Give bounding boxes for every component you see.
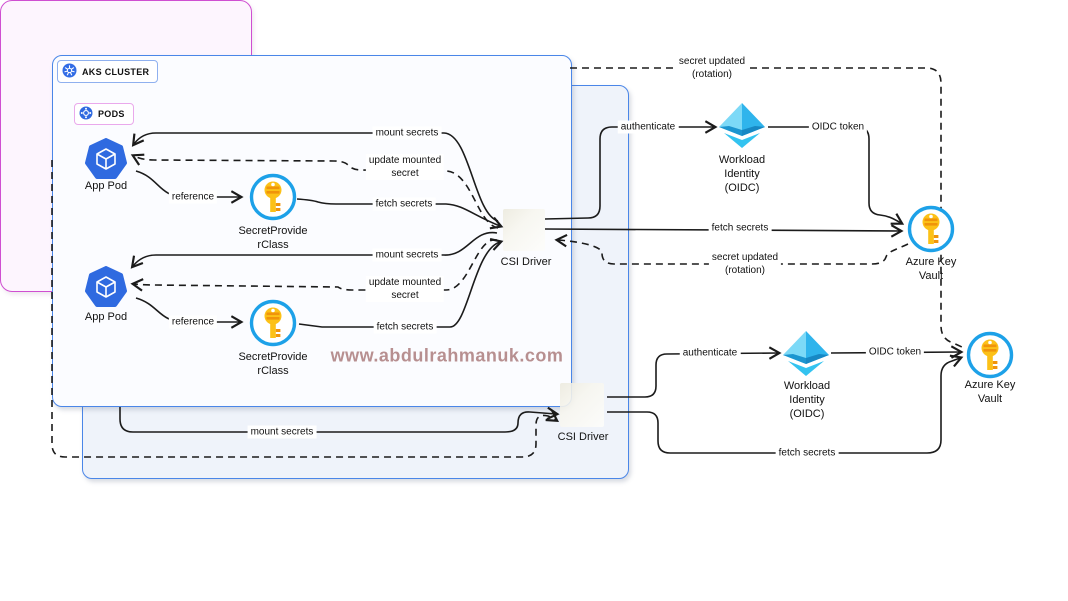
secret-provider-class-label: SecretProvide rClass bbox=[238, 225, 308, 251]
edge-label-fetch-secrets: fetch secrets bbox=[372, 197, 436, 211]
edge-label-secret-updated: secret updated (rotation) bbox=[708, 251, 782, 277]
app-pod-label: App Pod bbox=[84, 180, 128, 192]
key-vault-icon bbox=[907, 205, 955, 258]
edge-label-fetch-secrets: fetch secrets bbox=[373, 320, 437, 334]
secret-provider-class-icon bbox=[249, 299, 297, 352]
app-pod-icon bbox=[84, 266, 128, 315]
pods-label: PODS bbox=[98, 109, 125, 119]
edge-label-mount-secrets: mount secrets bbox=[247, 425, 317, 439]
edge-label-fetch-secrets: fetch secrets bbox=[775, 446, 839, 460]
edge-label-oidc-token: OIDC token bbox=[865, 345, 925, 359]
azure-key-vault-label: Azure Key Vault bbox=[964, 379, 1016, 405]
edge-label-oidc-token: OIDC token bbox=[808, 120, 868, 134]
secret-provider-class-icon bbox=[249, 173, 297, 226]
aks-cluster-1-box bbox=[52, 55, 572, 407]
csi-driver-image bbox=[503, 209, 545, 251]
edge-label-fetch-secrets: fetch secrets bbox=[708, 221, 772, 235]
kubernetes-icon bbox=[62, 63, 77, 80]
pods-badge: PODS bbox=[74, 103, 134, 125]
app-pod-label: App Pod bbox=[84, 311, 128, 323]
edge-label-authenticate: authenticate bbox=[617, 120, 679, 134]
app-pod-icon bbox=[84, 138, 128, 187]
csi-driver-label: CSI Driver bbox=[500, 256, 552, 268]
csi-driver-image bbox=[560, 383, 604, 427]
aks-cluster-badge: AKS CLUSTER bbox=[57, 60, 159, 83]
azure-key-vault-label: Azure Key Vault bbox=[905, 256, 957, 282]
workload-identity-icon bbox=[779, 328, 833, 383]
edge-label-reference: reference bbox=[168, 190, 218, 204]
edge-label-reference: reference bbox=[168, 315, 218, 329]
workload-identity-icon bbox=[715, 100, 769, 155]
edge-label-update-mounted-secret: update mounted secret bbox=[365, 276, 445, 302]
edge-label-authenticate: authenticate bbox=[679, 346, 741, 360]
edge-label-mount-secrets: mount secrets bbox=[372, 248, 442, 262]
pods-icon bbox=[79, 106, 93, 122]
edge-label-update-mounted-secret: update mounted secret bbox=[365, 154, 445, 180]
aks-cluster-label: AKS CLUSTER bbox=[82, 66, 150, 77]
watermark: www.abdulrahmanuk.com bbox=[330, 345, 564, 366]
workload-identity-label: Workload Identity (OIDC) bbox=[783, 380, 831, 420]
edge-label-mount-secrets: mount secrets bbox=[372, 126, 442, 140]
edge-label-secret-updated: secret updated (rotation) bbox=[675, 55, 749, 81]
secret-provider-class-label: SecretProvide rClass bbox=[238, 351, 308, 377]
key-vault-icon bbox=[966, 331, 1014, 384]
csi-driver-label: CSI Driver bbox=[557, 431, 609, 443]
workload-identity-label: Workload Identity (OIDC) bbox=[718, 154, 766, 194]
